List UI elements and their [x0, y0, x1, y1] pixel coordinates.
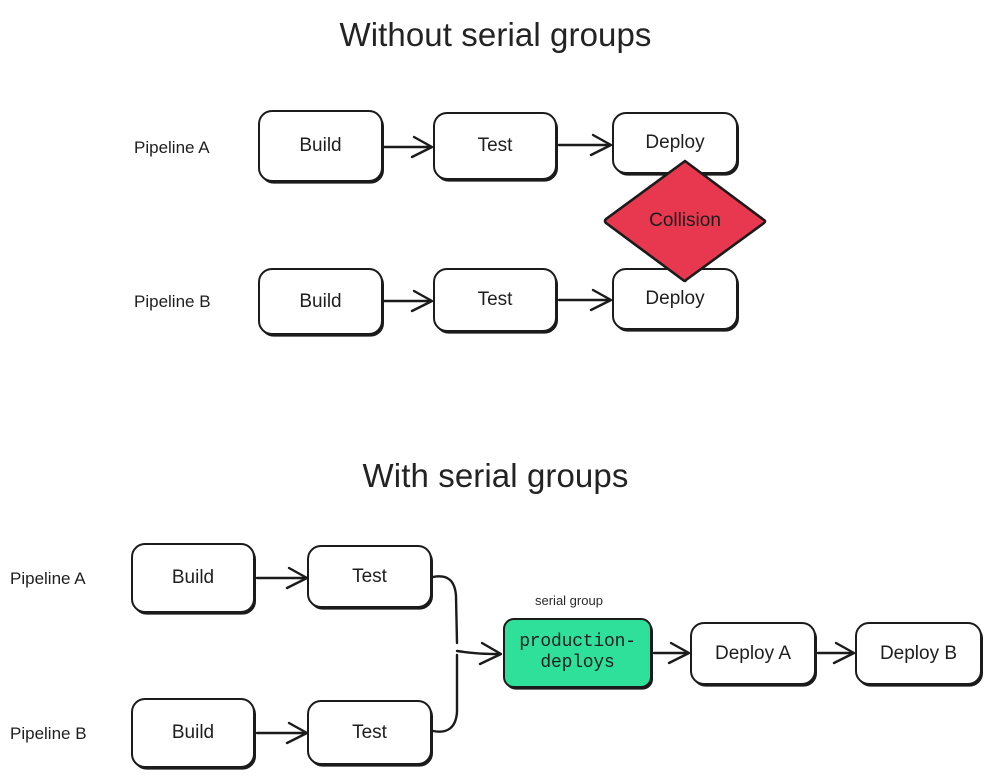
row-label-pipeline-a-with: Pipeline A [10, 569, 86, 588]
node-serial-group-production-deploys[interactable]: production- deploys [503, 618, 652, 688]
edge-merge-a-to-serial-group [431, 575, 459, 645]
node-sg-pipeline-b-test[interactable]: Test [307, 700, 432, 765]
node-sg-pipeline-a-build[interactable]: Build [131, 543, 255, 613]
node-label: Build [299, 135, 342, 157]
edge-merge-b-to-serial-group [431, 653, 459, 733]
node-label: Build [171, 722, 215, 744]
edge-deploy-a-to-deploy-b [816, 641, 856, 665]
section-title-with-serial-groups: With serial groups [362, 457, 629, 494]
node-deploy-a[interactable]: Deploy A [690, 622, 816, 685]
collision-label: Collision [649, 210, 721, 231]
node-label: Deploy B [879, 642, 958, 664]
edge-sg-b-build-to-test [255, 721, 309, 745]
node-sg-pipeline-b-build[interactable]: Build [131, 698, 255, 768]
edge-b-build-to-test [382, 289, 434, 313]
node-pipeline-a-deploy[interactable]: Deploy [612, 112, 738, 174]
node-label: Deploy [645, 288, 705, 310]
edge-a-build-to-test [382, 135, 434, 159]
edge-a-test-to-deploy [557, 133, 613, 157]
node-label: Deploy A [714, 642, 792, 664]
row-label-pipeline-b-with: Pipeline B [10, 724, 87, 743]
node-pipeline-b-deploy[interactable]: Deploy [612, 268, 738, 330]
edge-sg-a-build-to-test [255, 566, 309, 590]
edge-b-test-to-deploy [557, 288, 613, 312]
node-label: Test [352, 565, 387, 587]
edge-serial-group-to-deploy-a [652, 641, 691, 665]
node-label: Test [477, 135, 513, 157]
section-title-without-serial-groups: Without serial groups [339, 16, 652, 53]
node-label: Test [477, 289, 513, 311]
node-sg-pipeline-a-test[interactable]: Test [307, 545, 432, 608]
node-label: production- deploys [519, 632, 636, 673]
row-label-pipeline-a-without: Pipeline A [134, 138, 210, 157]
node-pipeline-b-build[interactable]: Build [258, 268, 383, 335]
node-pipeline-a-build[interactable]: Build [258, 110, 383, 182]
node-deploy-b[interactable]: Deploy B [855, 622, 982, 685]
node-pipeline-b-test[interactable]: Test [433, 268, 557, 332]
node-label: Test [352, 721, 387, 743]
node-pipeline-a-test[interactable]: Test [433, 112, 557, 180]
node-label: Build [171, 567, 215, 589]
row-label-pipeline-b-without: Pipeline B [134, 292, 211, 311]
serial-group-caption: serial group [535, 593, 603, 608]
node-label: Build [299, 290, 342, 312]
node-label: Deploy [645, 132, 705, 154]
collision-diamond[interactable]: Collision [602, 158, 768, 284]
edge-serial-group-inflow-arrow [455, 641, 503, 666]
